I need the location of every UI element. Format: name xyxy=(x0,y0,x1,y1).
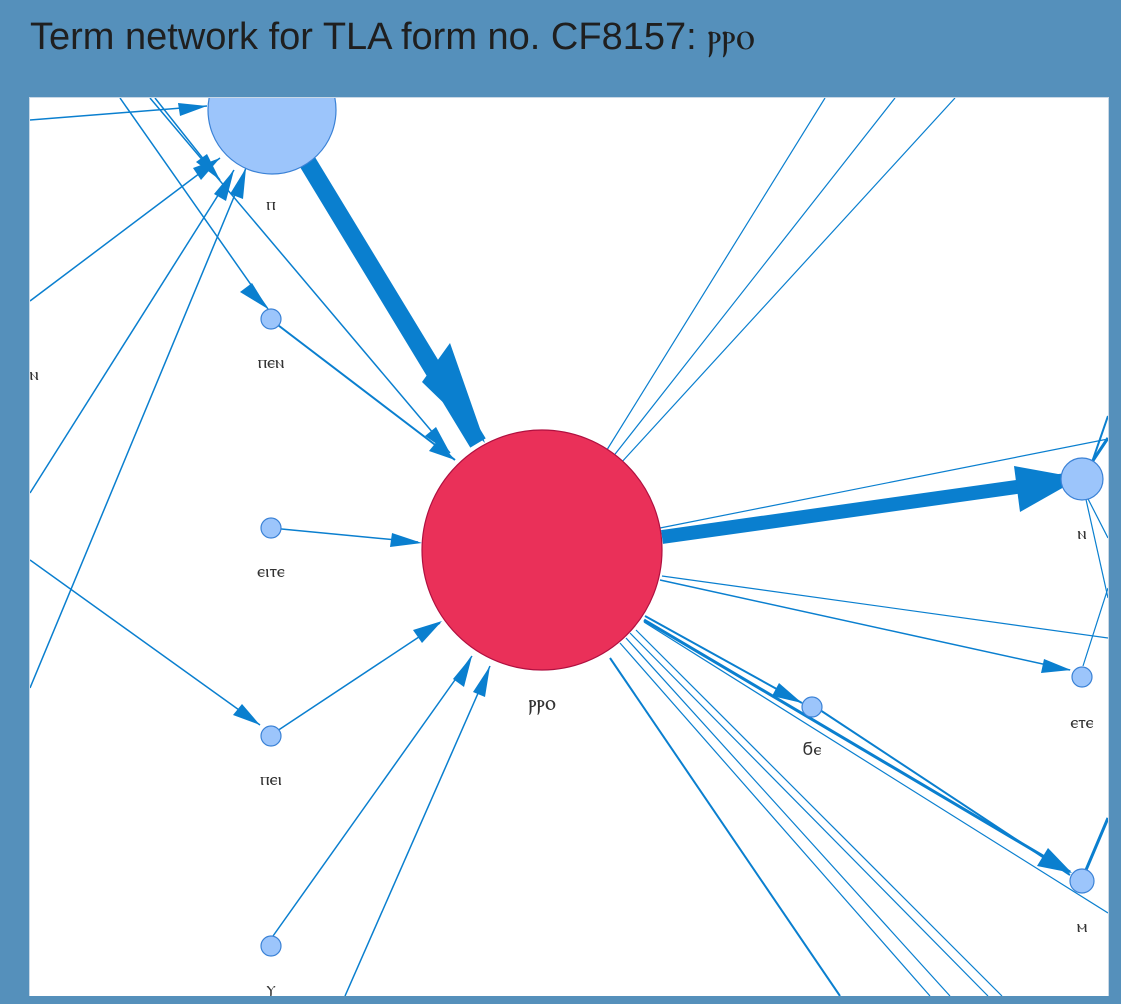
edge-ete-up xyxy=(1082,587,1108,667)
title-prefix: Term network for TLA form no. CF8157: xyxy=(30,16,708,58)
edge-pei-center xyxy=(270,622,441,736)
edge-center-right-3 xyxy=(643,621,1108,914)
edge-left-pei xyxy=(30,559,261,726)
node-y[interactable] xyxy=(260,935,282,957)
edge-center-ce xyxy=(644,615,803,704)
label-ce: ϭⲉ xyxy=(802,739,821,760)
label-eite: ⲉⲓⲧⲉ xyxy=(257,561,285,582)
title-form: ⲣⲣⲟ xyxy=(707,14,755,58)
arrowhead-center-m xyxy=(1037,848,1072,873)
edge-n-down-1 xyxy=(1084,494,1108,599)
label-m: ⲙ xyxy=(1077,916,1088,937)
edge-center-ete xyxy=(659,579,1071,671)
arrowhead-topleft-p xyxy=(196,154,220,180)
edge-center-up-1 xyxy=(604,98,826,454)
edge-n-right-2 xyxy=(1089,415,1108,469)
label-n: ⲛ xyxy=(1077,523,1086,544)
edge-center-up-3 xyxy=(619,98,956,465)
node-n[interactable] xyxy=(1060,457,1104,501)
arrowhead-left-p-1 xyxy=(178,103,207,116)
nodes xyxy=(207,98,1104,957)
node-ce[interactable] xyxy=(801,696,823,718)
edge-center-m xyxy=(643,618,1071,874)
edge-center-down-3 xyxy=(625,637,951,996)
arrowhead-pen-center xyxy=(429,440,455,460)
edge-p-pen xyxy=(119,98,269,310)
arrowhead-p-center xyxy=(422,343,485,443)
edge-center-up-2 xyxy=(611,98,896,459)
edge-n-ete xyxy=(1084,492,1108,539)
label-ete: ⲉⲧⲉ xyxy=(1070,712,1093,733)
edge-center-down-2 xyxy=(619,642,931,996)
arrowhead-center-ce xyxy=(772,683,802,703)
node-pen[interactable] xyxy=(260,308,282,330)
arrowhead-y-center xyxy=(453,656,472,687)
arrowhead-left-pei xyxy=(233,704,260,725)
node-pei[interactable] xyxy=(260,725,282,747)
edge-bottom-center xyxy=(344,665,491,996)
page-title: Term network for TLA form no. CF8157: ⲣⲣ… xyxy=(30,14,754,61)
edge-center-right-1 xyxy=(659,438,1108,529)
arrowhead-left-p-4 xyxy=(230,168,246,199)
edge-y-center xyxy=(272,655,473,937)
label-y: ⲩ xyxy=(266,978,275,996)
arrowhead-eite-center xyxy=(390,533,422,547)
edge-left-p-2 xyxy=(30,157,221,302)
edge-topleft-center-1 xyxy=(149,98,451,454)
label-center: ⲣⲣⲟ xyxy=(528,691,556,716)
edge-left-p-4 xyxy=(30,167,247,689)
node-ete[interactable] xyxy=(1071,666,1093,688)
node-m[interactable] xyxy=(1069,868,1095,894)
edge-center-down-4 xyxy=(629,632,989,996)
network-graph: ⲡ ⲡⲉⲛ ⲉⲓⲧⲉ ⲡⲉⲓ ⲩ ⲛ ⲛ ⲉⲧⲉ ϭⲉ ⲙ ⲣⲣⲟ xyxy=(30,98,1108,996)
arrowhead-bottom-center xyxy=(473,666,490,697)
labels: ⲡ ⲡⲉⲛ ⲉⲓⲧⲉ ⲡⲉⲓ ⲩ ⲛ ⲛ ⲉⲧⲉ ϭⲉ ⲙ ⲣⲣⲟ xyxy=(30,194,1094,996)
node-eite[interactable] xyxy=(260,517,282,539)
arrowhead-center-ete xyxy=(1041,659,1071,673)
edges xyxy=(30,98,1108,996)
arrowhead-p-pen xyxy=(240,283,268,309)
node-p[interactable] xyxy=(207,98,337,175)
node-center[interactable] xyxy=(421,429,663,671)
arrowhead-topleft-center-1 xyxy=(425,427,450,453)
network-canvas[interactable]: ⲡ ⲡⲉⲛ ⲉⲓⲧⲉ ⲡⲉⲓ ⲩ ⲛ ⲛ ⲉⲧⲉ ϭⲉ ⲙ ⲣⲣⲟ xyxy=(29,97,1109,997)
edge-pen-center xyxy=(269,318,456,461)
bottom-border xyxy=(29,996,1109,1004)
edge-center-down-5 xyxy=(635,629,1003,996)
edge-center-right-2 xyxy=(661,575,1108,639)
label-pei: ⲡⲉⲓ xyxy=(260,769,282,790)
edge-left-p-3 xyxy=(30,169,235,494)
label-pen: ⲡⲉⲛ xyxy=(258,352,285,373)
edge-center-to-n xyxy=(661,471,1081,544)
label-p: ⲡ xyxy=(266,194,276,215)
edge-left-p-1 xyxy=(30,105,208,121)
edge-m-right xyxy=(1084,817,1108,871)
edge-center-down-1 xyxy=(609,657,841,996)
label-n-left: ⲛ xyxy=(30,364,39,385)
arrowhead-pei-center xyxy=(413,621,442,643)
